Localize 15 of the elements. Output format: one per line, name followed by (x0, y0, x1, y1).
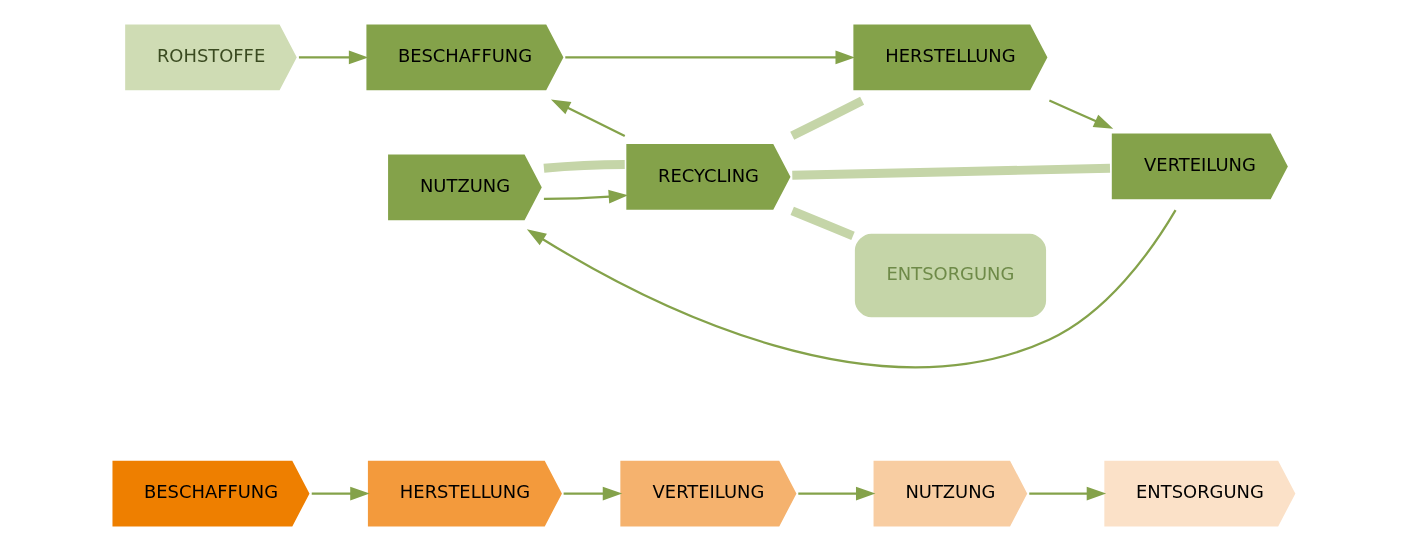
connector (789, 96, 864, 140)
arrow (311, 486, 370, 501)
arrow (543, 189, 628, 204)
arrow (550, 99, 625, 138)
connector (791, 163, 1110, 180)
connector (790, 206, 855, 241)
arrow (564, 50, 855, 65)
arrow (298, 50, 368, 65)
arrow (797, 486, 875, 501)
connector (543, 159, 625, 173)
arrow (563, 486, 622, 501)
arrow (1048, 99, 1113, 129)
arrow (526, 209, 1176, 369)
node-box: ENTSORGUNG (851, 230, 1049, 321)
arrow (1028, 486, 1106, 501)
